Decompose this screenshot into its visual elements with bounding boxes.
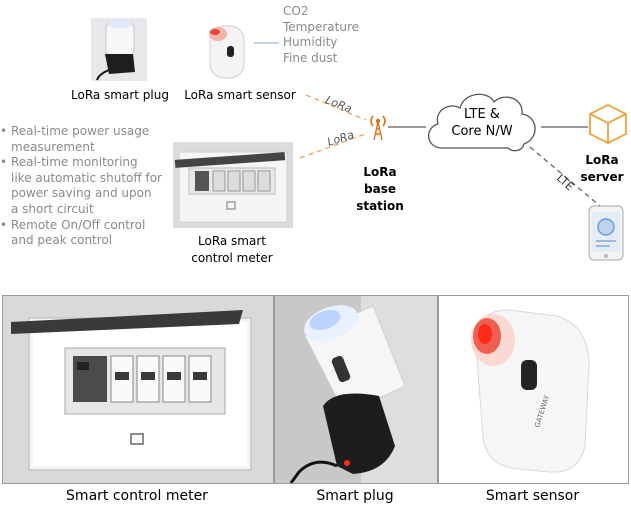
lte-link-phone <box>529 146 601 207</box>
base-station-label: LoRa base station <box>350 164 410 215</box>
smart-plug-thumbnail <box>91 18 147 81</box>
smart-meter-label: LoRa smart control meter <box>170 233 294 267</box>
smart-sensor-label: LoRa smart sensor <box>184 88 296 102</box>
base-station-line1: LoRa <box>363 165 397 179</box>
measurement-fine-dust: Fine dust <box>283 50 338 65</box>
lora-link-meter <box>299 132 369 159</box>
sensor-measurement-list: CO2 Temperature Humidity Fine dust <box>283 4 359 66</box>
smart-plug-label: LoRa smart plug <box>71 88 169 102</box>
core-network-label: LTE & Core N/W <box>440 106 524 140</box>
core-line2: Core N/W <box>451 124 513 139</box>
server-line1: LoRa <box>585 153 619 167</box>
lora-link-sensor <box>305 94 367 121</box>
measurement-temperature: Temperature <box>283 19 360 34</box>
measurement-co2: CO2 <box>283 4 309 18</box>
server-cube-icon <box>588 103 628 145</box>
smart-sensor-thumbnail <box>200 20 252 82</box>
base-station-line2: base <box>364 182 396 196</box>
core-line1: LTE & <box>464 107 500 122</box>
sensor-photo-caption: Smart sensor <box>485 488 580 504</box>
antenna-icon <box>367 112 389 142</box>
server-line2: server <box>580 170 624 184</box>
meter-photo-caption: Smart control meter <box>66 488 208 504</box>
smartphone-icon <box>588 205 624 261</box>
plug-photo-caption: Smart plug <box>316 488 394 504</box>
meter-feature-list: Real-time power usage measurement Real-t… <box>0 124 162 249</box>
smart-plug-photo <box>274 295 438 484</box>
measurement-humidity: Humidity <box>283 35 338 49</box>
network-links <box>254 42 601 207</box>
feature-item: Real-time power usage measurement <box>0 124 162 155</box>
feature-item: Real-time monitoring like automatic shut… <box>0 155 162 217</box>
smart-meter-thumbnail <box>173 142 293 228</box>
feature-item: Remote On/Off control and peak control <box>0 218 162 249</box>
cloud-icon <box>420 82 544 158</box>
meter-label-line1: LoRa smart <box>198 234 266 248</box>
base-station-line3: station <box>356 199 404 213</box>
smart-control-meter-photo <box>2 295 274 484</box>
meter-label-line2: control meter <box>191 251 273 265</box>
smart-sensor-photo: GATEWAY <box>438 295 629 484</box>
server-label: LoRa server <box>572 152 631 186</box>
